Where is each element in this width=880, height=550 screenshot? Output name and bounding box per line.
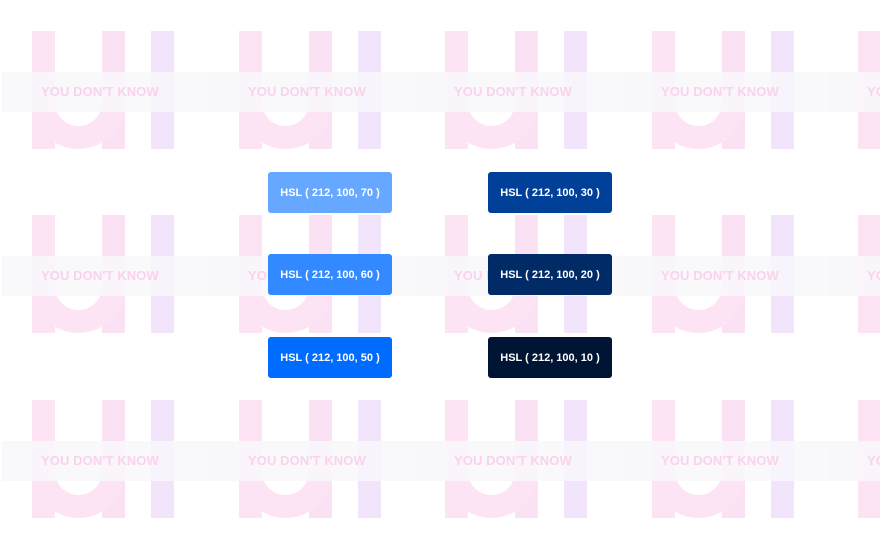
watermark-text: YOU DON'T KNOW [248, 84, 366, 99]
watermark-band [622, 256, 858, 296]
watermark-band [2, 441, 238, 481]
watermark-band [2, 72, 238, 112]
watermark-text: YOU DON'T KNOW [41, 453, 159, 468]
watermark-tile: YOU DON'T KNOW [209, 31, 445, 181]
watermark-text: YOU DON'T KNOW [661, 453, 779, 468]
watermark-band [828, 72, 880, 112]
watermark-tile: YOU DON'T KNOW [415, 400, 651, 550]
watermark-band [415, 441, 651, 481]
watermark-tile: YOU DON'T KNOW [622, 215, 858, 365]
watermark-band [209, 72, 445, 112]
watermark-tile: YOU DON'T KNOW [622, 31, 858, 181]
watermark-tile: YOU DON'T KNOW [2, 400, 238, 550]
swatch-hsl-212-100-20[interactable]: HSL ( 212, 100, 20 ) [488, 254, 612, 295]
watermark-text: YOU DON'T KNOW [41, 268, 159, 283]
watermark-band [828, 256, 880, 296]
watermark-text: YOU DON'T KNOW [454, 453, 572, 468]
watermark-tile: YOU DON'T KNOW [2, 215, 238, 365]
watermark-text: YOU DON'T KNOW [248, 453, 366, 468]
watermark-text: YOU DON'T KNOW [867, 84, 880, 99]
watermark-band [622, 72, 858, 112]
watermark-tile: YOU DON'T KNOW [828, 400, 880, 550]
watermark-tile: YOU DON'T KNOW [2, 31, 238, 181]
watermark-text: YOU DON'T KNOW [867, 453, 880, 468]
watermark-band [209, 441, 445, 481]
watermark-text: YOU DON'T KNOW [661, 268, 779, 283]
watermark-band [828, 441, 880, 481]
watermark-text: YOU DON'T KNOW [867, 268, 880, 283]
watermark-text: YOU DON'T KNOW [454, 84, 572, 99]
watermark-band [415, 72, 651, 112]
watermark-tile: YOU DON'T KNOW [209, 400, 445, 550]
watermark-band [622, 441, 858, 481]
watermark-tile: YOU DON'T KNOW [622, 400, 858, 550]
swatch-hsl-212-100-70[interactable]: HSL ( 212, 100, 70 ) [268, 172, 392, 213]
watermark-text: YOU DON'T KNOW [661, 84, 779, 99]
swatch-hsl-212-100-30[interactable]: HSL ( 212, 100, 30 ) [488, 172, 612, 213]
swatch-hsl-212-100-10[interactable]: HSL ( 212, 100, 10 ) [488, 337, 612, 378]
watermark-tile: YOU DON'T KNOW [828, 31, 880, 181]
watermark-text: YOU DON'T KNOW [41, 84, 159, 99]
swatch-hsl-212-100-60[interactable]: HSL ( 212, 100, 60 ) [268, 254, 392, 295]
watermark-tile: YOU DON'T KNOW [415, 31, 651, 181]
watermark-tile: YOU DON'T KNOW [828, 215, 880, 365]
swatch-hsl-212-100-50[interactable]: HSL ( 212, 100, 50 ) [268, 337, 392, 378]
watermark-band [2, 256, 238, 296]
